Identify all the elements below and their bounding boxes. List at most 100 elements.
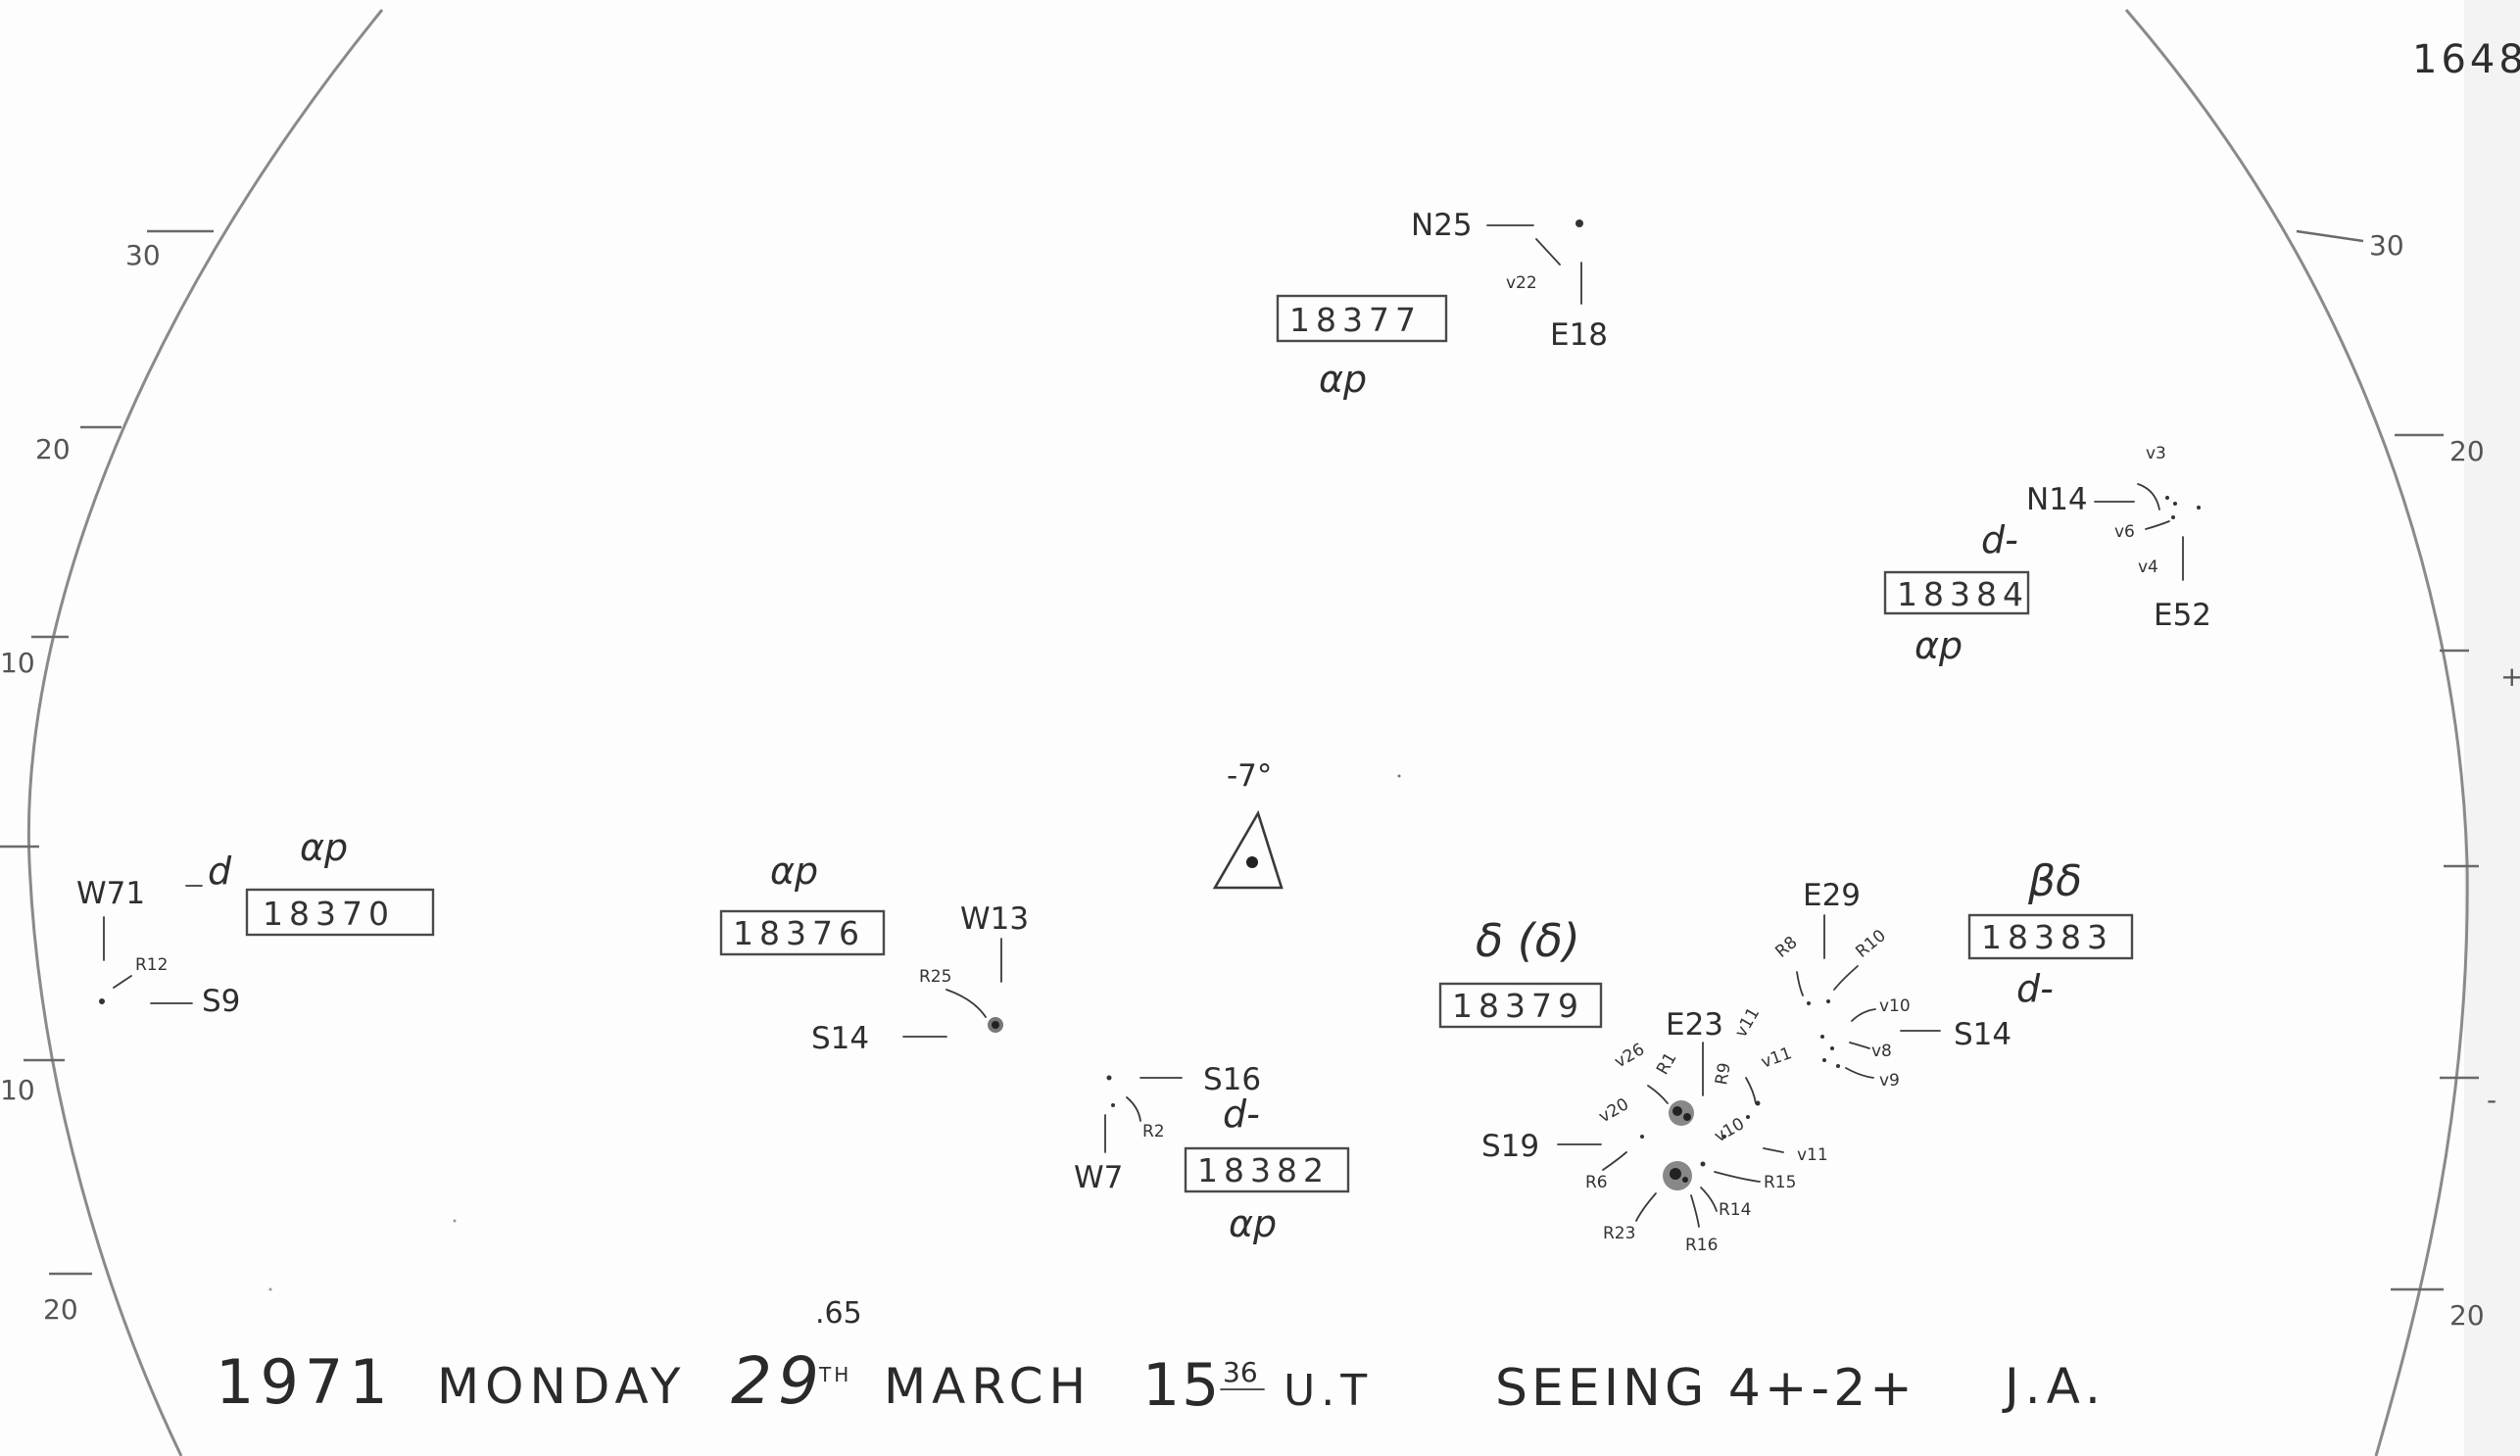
group-box-18370 (245, 888, 435, 937)
spot (1755, 1100, 1761, 1106)
leader-v22 (1535, 238, 1561, 266)
left-scale-label-m10: 10 (0, 1074, 35, 1106)
leader-v10a (1851, 1008, 1876, 1022)
left-scale-label-10: 10 (0, 647, 35, 679)
coord-e29: E29 (1803, 878, 1861, 913)
coord-r25: R25 (919, 967, 951, 987)
limb-arc-left (26, 9, 384, 1456)
footer-initials: J.A. (2002, 1358, 2107, 1415)
coord-r16: R16 (1685, 1236, 1718, 1255)
left-scale-label-20: 20 (35, 433, 71, 465)
leader-r14 (1700, 1187, 1718, 1212)
group-class: δ (δ) (1476, 914, 1580, 967)
group-class: αp (770, 849, 818, 893)
center-marker: -7° (1212, 758, 1284, 890)
coord-w7: W7 (1074, 1160, 1123, 1195)
leader-r25 (945, 989, 987, 1018)
spot (1826, 999, 1830, 1003)
spot (1807, 1001, 1811, 1005)
center-angle: -7° (1227, 758, 1272, 794)
right-scale-label-20: 20 (2449, 435, 2485, 467)
spot (2173, 502, 2177, 506)
coord-v22: v22 (1506, 273, 1537, 293)
group-class: βδ (2027, 856, 2082, 906)
group-18370: αp W71 d 18370 R12 S9 (76, 826, 435, 1019)
group-flag: d (208, 849, 232, 893)
footer-seeing: SEEING 4+-2+ (1495, 1359, 1916, 1418)
spot-umbra-follower (1670, 1168, 1681, 1180)
sheet-number: 1648 (2412, 37, 2520, 82)
group-box-18377 (1276, 294, 1448, 343)
leader-v9 (1845, 1067, 1874, 1079)
group-flag: d- (1223, 1092, 1260, 1136)
coord-e23: E23 (1666, 1007, 1723, 1043)
group-flag: d- (2016, 967, 2054, 1010)
sheet-edge (2464, 0, 2520, 1456)
coord-v6: v6 (2114, 522, 2135, 542)
coord-v26: v26 (1612, 1040, 1648, 1072)
spot (1106, 1075, 1112, 1081)
footer-day-suffix: TH (818, 1363, 851, 1386)
coord-s14b: S14 (1954, 1017, 2011, 1052)
spot (1722, 1135, 1726, 1139)
footer-time-minute: 36 (1223, 1356, 1258, 1388)
coord-v20: v20 (1596, 1094, 1632, 1127)
footer-time-correction: .65 (815, 1296, 862, 1331)
group-box-18382 (1184, 1146, 1350, 1193)
right-scale-label-plus: + (2500, 660, 2520, 693)
group-class: αp (300, 826, 348, 869)
leader-v26 (1647, 1085, 1669, 1104)
coord-r23: R23 (1603, 1224, 1635, 1243)
leader-r10 (1833, 965, 1859, 991)
left-scale-label-m20: 20 (43, 1293, 78, 1326)
coord-s19: S19 (1481, 1129, 1539, 1164)
spot (1111, 1103, 1115, 1107)
coord-r14: R14 (1719, 1200, 1751, 1220)
coord-r9: R9 (1712, 1061, 1735, 1087)
group-18376: αp 18376 W13 R25 S14 (719, 849, 1029, 1056)
leader-v6 (2145, 520, 2170, 530)
coord-n14: N14 (2026, 482, 2088, 517)
right-scale-label-30: 30 (2369, 229, 2404, 262)
group-number: 18376 (733, 914, 865, 952)
stray-mark (453, 1219, 457, 1223)
left-scale: 30 20 10 10 20 (0, 229, 214, 1326)
coord-n25: N25 (1411, 208, 1473, 243)
spot-umbra-leader (1683, 1113, 1691, 1121)
coord-s16: S16 (1203, 1062, 1261, 1097)
coord-r12: R12 (135, 955, 168, 975)
group-class: αp (1319, 358, 1367, 401)
right-scale: 30 20 + - 20 (2296, 229, 2520, 1332)
coord-v10a: v10 (1879, 996, 1911, 1016)
coord-r15: R15 (1764, 1173, 1796, 1192)
spot (1575, 219, 1583, 227)
right-scale-label-minus: - (2487, 1084, 2496, 1116)
group-number: 18379 (1452, 987, 1584, 1025)
group-number: 18382 (1197, 1151, 1330, 1189)
group-18382: S16 R2 d- W7 18382 αp (1074, 1062, 1350, 1245)
leader-r8 (1796, 971, 1804, 996)
footer-weekday: MONDAY (437, 1358, 686, 1415)
spot (1640, 1135, 1644, 1139)
group-class: αp (1914, 624, 1963, 667)
coord-e52: E52 (2154, 598, 2211, 633)
coord-r1: R1 (1653, 1049, 1681, 1079)
spot-umbra-follower (1682, 1177, 1688, 1183)
group-18384: v3 N14 v6 v4 E52 d- 18384 αp (1883, 444, 2211, 667)
limb-arc-right (2124, 9, 2469, 1456)
group-box-18383 (1967, 913, 2134, 960)
spot (99, 998, 105, 1004)
center-triangle (1212, 809, 1284, 890)
leader-r6 (1602, 1151, 1627, 1171)
coord-v3: v3 (2146, 444, 2166, 463)
coord-r10: R10 (1852, 926, 1889, 962)
group-box-18384 (1883, 570, 2030, 615)
leader-r16 (1690, 1194, 1700, 1228)
coord-v11b: v11 (1759, 1043, 1795, 1073)
coord-v8: v8 (1871, 1042, 1892, 1061)
footer-day: 29 (731, 1343, 825, 1419)
group-18377: N25 v22 E18 18377 αp (1276, 208, 1608, 401)
right-scale-label-m20: 20 (2449, 1299, 2485, 1332)
coord-v10b: v10 (1712, 1114, 1748, 1146)
group-18383: E29 R8 R10 v10 v8 S14 v9 βδ 18383 d- (1771, 856, 2134, 1091)
